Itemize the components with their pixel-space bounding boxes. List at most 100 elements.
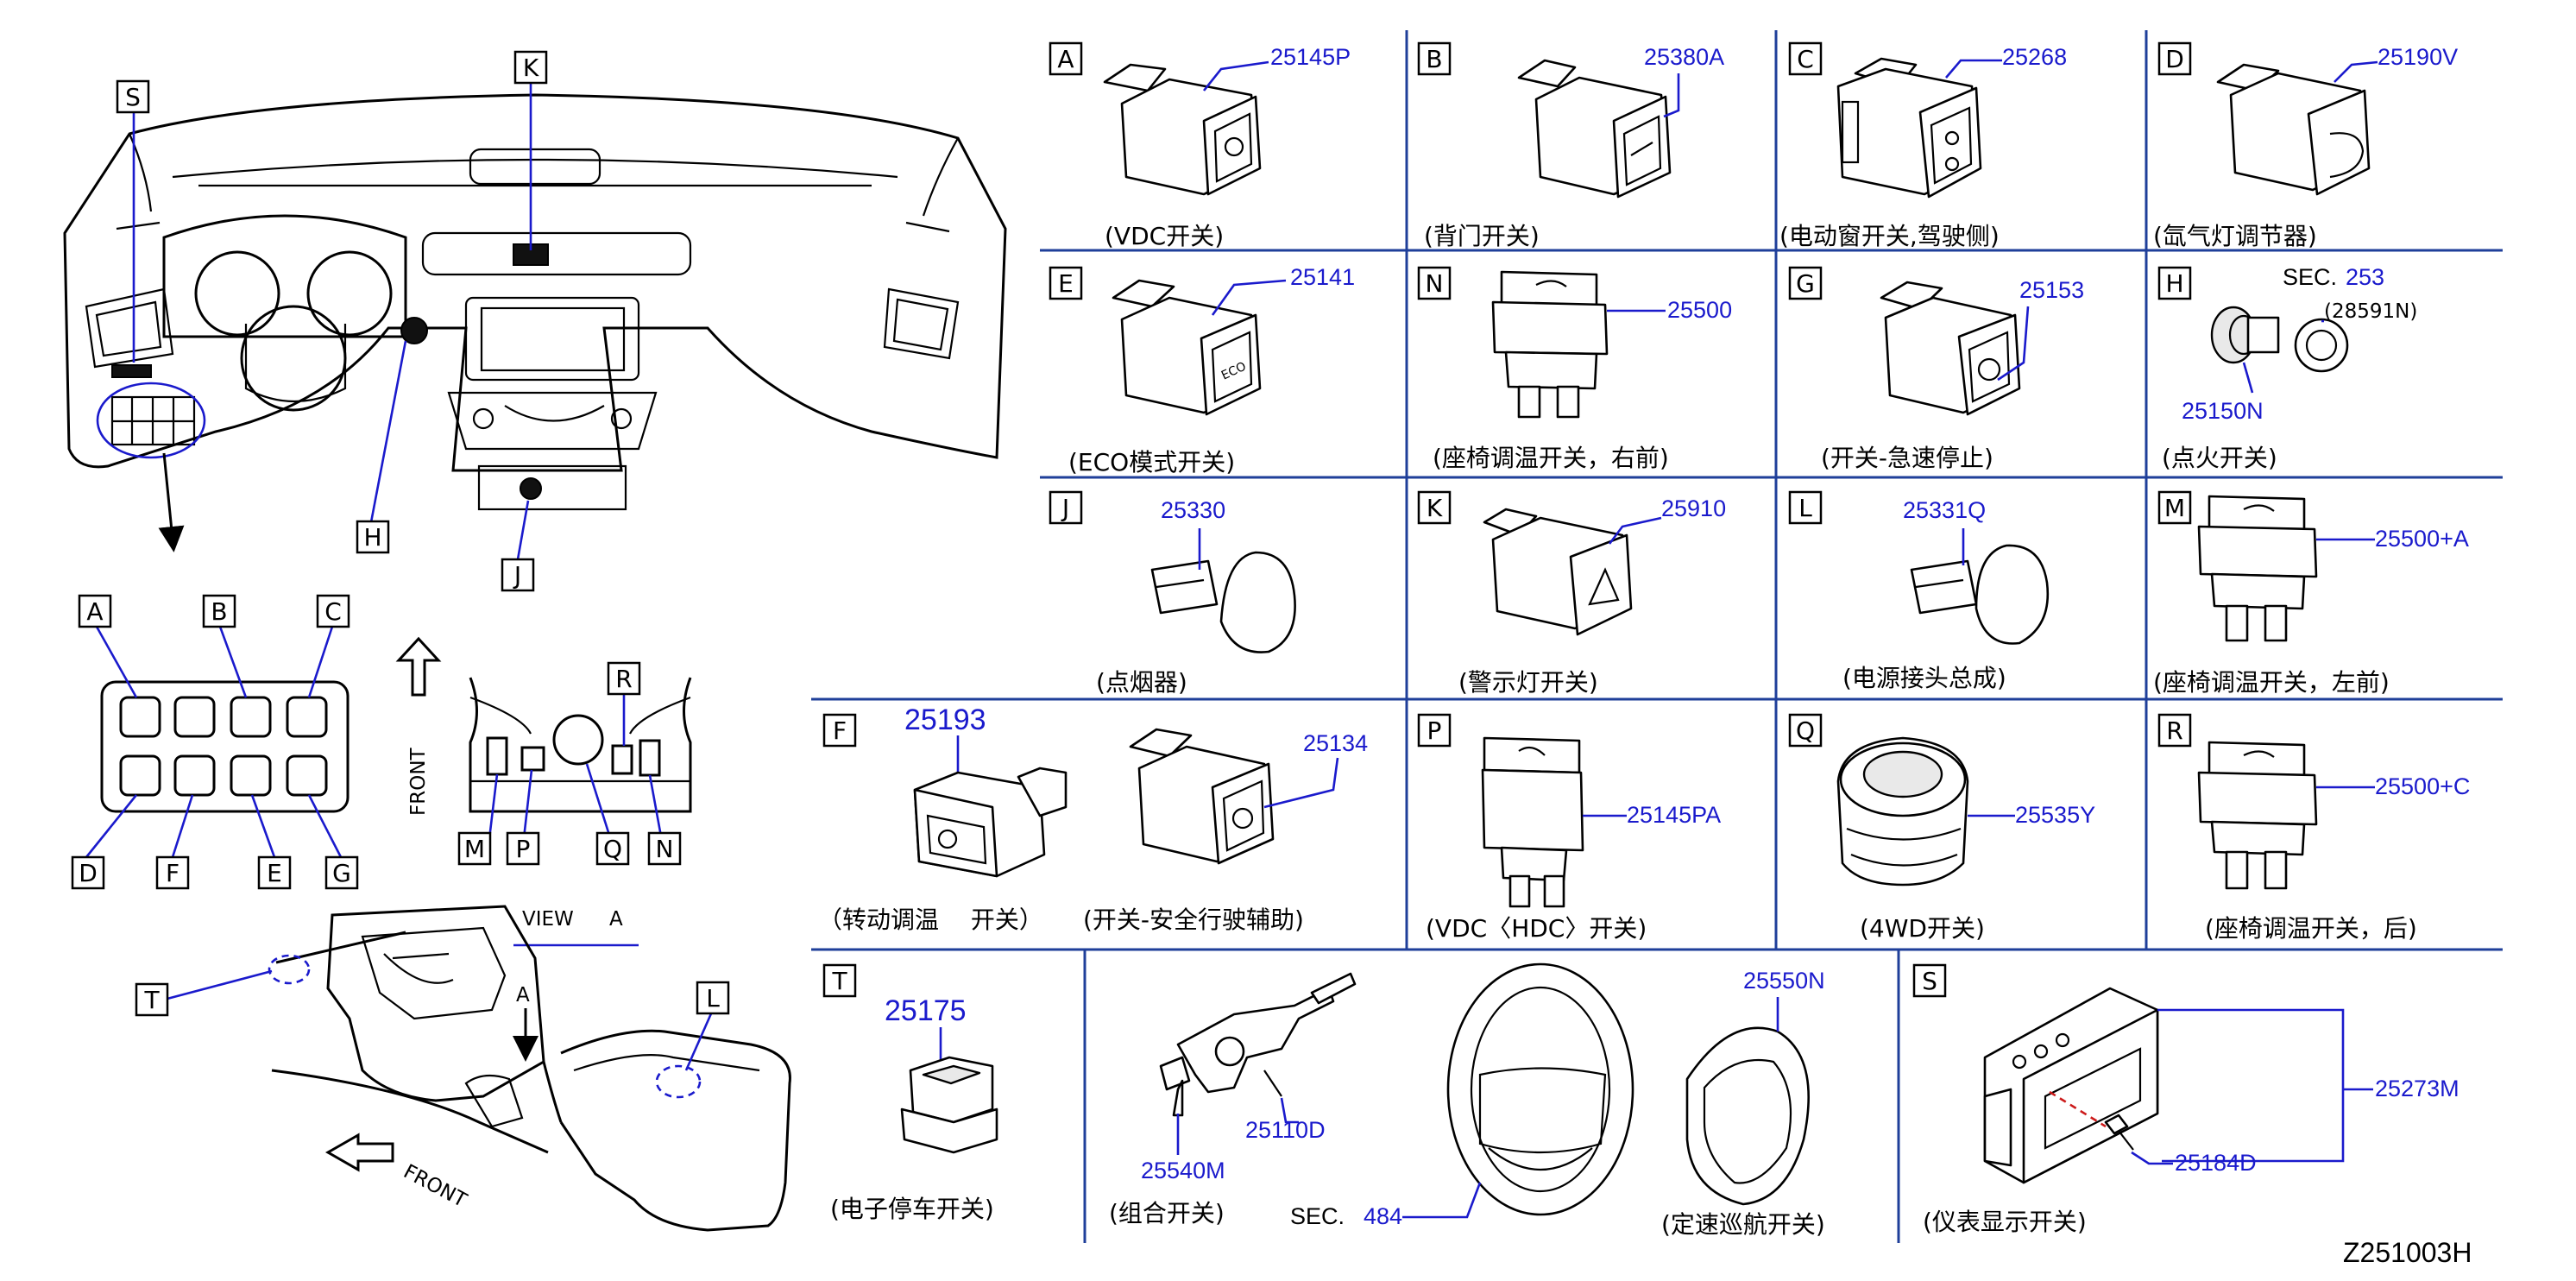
svg-text:(VDC〈HDC〉开关): (VDC〈HDC〉开关) — [1426, 914, 1647, 943]
svg-text:M: M — [2164, 494, 2185, 522]
svg-text:25268: 25268 — [2002, 44, 2067, 70]
svg-text:253: 253 — [2346, 264, 2384, 290]
svg-text:E: E — [267, 859, 282, 887]
cell-G-idle-stop-switch: G 25153 (开关-急速停止) — [1788, 266, 2084, 472]
svg-text:25380A: 25380A — [1644, 44, 1724, 70]
svg-text:H: H — [2165, 269, 2183, 298]
svg-text:(电动窗开关,驾驶侧): (电动窗开关,驾驶侧) — [1779, 222, 2000, 250]
svg-text:A: A — [516, 984, 530, 1006]
svg-text:J: J — [1061, 494, 1069, 522]
svg-text:L: L — [1798, 494, 1812, 522]
svg-text:S: S — [1922, 967, 1937, 995]
cell-L-power-outlet: L 25331Q (电源接头总成) — [1788, 490, 2050, 692]
cell-E-eco-switch: E ECO 25141 (ECO模式开关) — [1049, 264, 1355, 476]
svg-text:(点烟器): (点烟器) — [1096, 668, 1187, 697]
svg-text:（转动调温 开关）: （转动调温 开关） — [818, 906, 1043, 934]
svg-text:(座椅调温开关，右前): (座椅调温开关，右前) — [1433, 444, 1669, 472]
svg-text:25540M: 25540M — [1141, 1158, 1225, 1183]
loc-H: H — [356, 340, 407, 554]
svg-text:25141: 25141 — [1290, 264, 1355, 290]
svg-text:(ECO模式开关): (ECO模式开关) — [1068, 448, 1235, 476]
svg-text:(氙气灯调节器): (氙气灯调节器) — [2153, 222, 2317, 250]
dashboard-overview: S K H J — [63, 50, 1007, 592]
svg-text:25193: 25193 — [904, 704, 986, 736]
svg-text:(座椅调温开关，左前): (座椅调温开关，左前) — [2153, 668, 2390, 697]
svg-text:E: E — [1058, 269, 1074, 298]
svg-text:T: T — [143, 986, 160, 1014]
svg-text:25500+C: 25500+C — [2375, 773, 2470, 799]
switch-panel-detail: A B C D F E G — [71, 594, 359, 890]
loc-K: K — [513, 50, 548, 250]
svg-text:L: L — [706, 984, 720, 1013]
svg-text:25550N: 25550N — [1743, 968, 1825, 994]
svg-text:25145P: 25145P — [1270, 44, 1351, 70]
svg-text:(VDC开关): (VDC开关) — [1105, 222, 1224, 250]
cell-M-seat-heater-switch-lf: M 25500+A (座椅调温开关，左前) — [2153, 490, 2469, 697]
svg-text:VIEW: VIEW — [522, 908, 574, 931]
cell-cruise-control-switch: 25550N SEC. 484 (定速巡航开关) — [1290, 962, 1825, 1239]
svg-text:25175: 25175 — [885, 994, 967, 1027]
svg-text:25330: 25330 — [1161, 497, 1225, 523]
svg-text:C: C — [1797, 45, 1814, 73]
svg-text:C: C — [324, 597, 342, 626]
cell-A-vdc-switch: A 25145P (VDC开关) — [1049, 41, 1351, 250]
svg-text:(警示灯开关): (警示灯开关) — [1458, 668, 1598, 697]
svg-text:25535Y: 25535Y — [2015, 802, 2095, 828]
svg-text:F: F — [166, 859, 180, 887]
cell-H-ignition-switch: H SEC. 253 (28591N) 25150N (点火开关) — [2157, 264, 2417, 472]
svg-text:(4WD开关): (4WD开关) — [1860, 914, 1985, 943]
svg-text:H: H — [363, 523, 381, 552]
cell-C-power-window-switch: C 25268 (电动窗开关,驾驶侧) — [1779, 41, 2067, 250]
svg-text:P: P — [1427, 716, 1442, 745]
svg-text:25110D: 25110D — [1245, 1117, 1326, 1143]
svg-text:A: A — [609, 908, 623, 931]
svg-text:A: A — [86, 597, 103, 626]
svg-text:(电子停车开关): (电子停车开关) — [830, 1195, 994, 1223]
svg-text:25500: 25500 — [1667, 297, 1732, 323]
svg-text:25331Q: 25331Q — [1903, 497, 1986, 523]
cell-N-seat-heater-switch-rf: N 25500 (座椅调温开关，右前) — [1417, 266, 1732, 472]
cell-D-headlamp-leveler: D 25190V (氙气灯调节器) — [2153, 41, 2458, 250]
svg-text:(开关-急速停止): (开关-急速停止) — [1821, 444, 1993, 472]
parts-grid-lines — [811, 30, 2503, 1243]
svg-text:25134: 25134 — [1303, 730, 1368, 756]
front-arrow: FRONT — [395, 636, 442, 816]
loc-J: J — [501, 500, 535, 592]
cell-combination-switch: 25540M 25110D (组合开关) — [1109, 972, 1357, 1227]
svg-text:T: T — [831, 967, 847, 995]
svg-text:(开关-安全行驶辅助): (开关-安全行驶辅助) — [1083, 906, 1304, 934]
svg-text:M: M — [464, 835, 485, 863]
svg-text:25273M: 25273M — [2375, 1076, 2459, 1101]
svg-text:SEC.: SEC. — [2283, 264, 2337, 290]
cell-F-switches: F 25193 （转动调温 开关） 25134 (开关-安全行驶辅助) — [818, 704, 1368, 934]
cell-B-back-door-switch: B 25380A (背门开关) — [1417, 41, 1724, 250]
svg-text:P: P — [516, 835, 531, 863]
cell-S-meter-display-switch: S 25184D 25273M (仪表显示开关) — [1912, 963, 2459, 1236]
svg-text:FRONT: FRONT — [400, 1160, 470, 1212]
loc-S: S — [116, 79, 150, 363]
svg-text:25190V: 25190V — [2378, 44, 2458, 70]
svg-text:25153: 25153 — [2019, 277, 2084, 303]
svg-text:25184D: 25184D — [2175, 1150, 2257, 1176]
svg-text:(28591N): (28591N) — [2324, 300, 2417, 323]
svg-text:G: G — [1796, 269, 1815, 298]
svg-text:(座椅调温开关，后): (座椅调温开关，后) — [2205, 914, 2417, 943]
svg-text:Q: Q — [1796, 716, 1815, 745]
svg-text:(仪表显示开关): (仪表显示开关) — [1923, 1208, 2087, 1236]
svg-text:(背门开关): (背门开关) — [1424, 222, 1540, 250]
svg-text:Q: Q — [603, 835, 622, 863]
svg-text:25150N: 25150N — [2182, 398, 2264, 424]
svg-text:N: N — [1426, 269, 1444, 298]
svg-text:F: F — [833, 716, 847, 745]
svg-text:(电源接头总成): (电源接头总成) — [1842, 664, 2006, 692]
svg-text:25500+A: 25500+A — [2375, 526, 2469, 552]
svg-text:S: S — [125, 83, 141, 111]
svg-text:D: D — [2165, 45, 2184, 73]
svg-text:G: G — [332, 859, 351, 887]
svg-text:K: K — [523, 54, 539, 82]
svg-text:J: J — [513, 561, 521, 590]
svg-text:(组合开关): (组合开关) — [1109, 1199, 1225, 1227]
rear-console-view: T L A FRONT — [135, 905, 791, 1232]
svg-text:(点火开关): (点火开关) — [2162, 444, 2277, 472]
